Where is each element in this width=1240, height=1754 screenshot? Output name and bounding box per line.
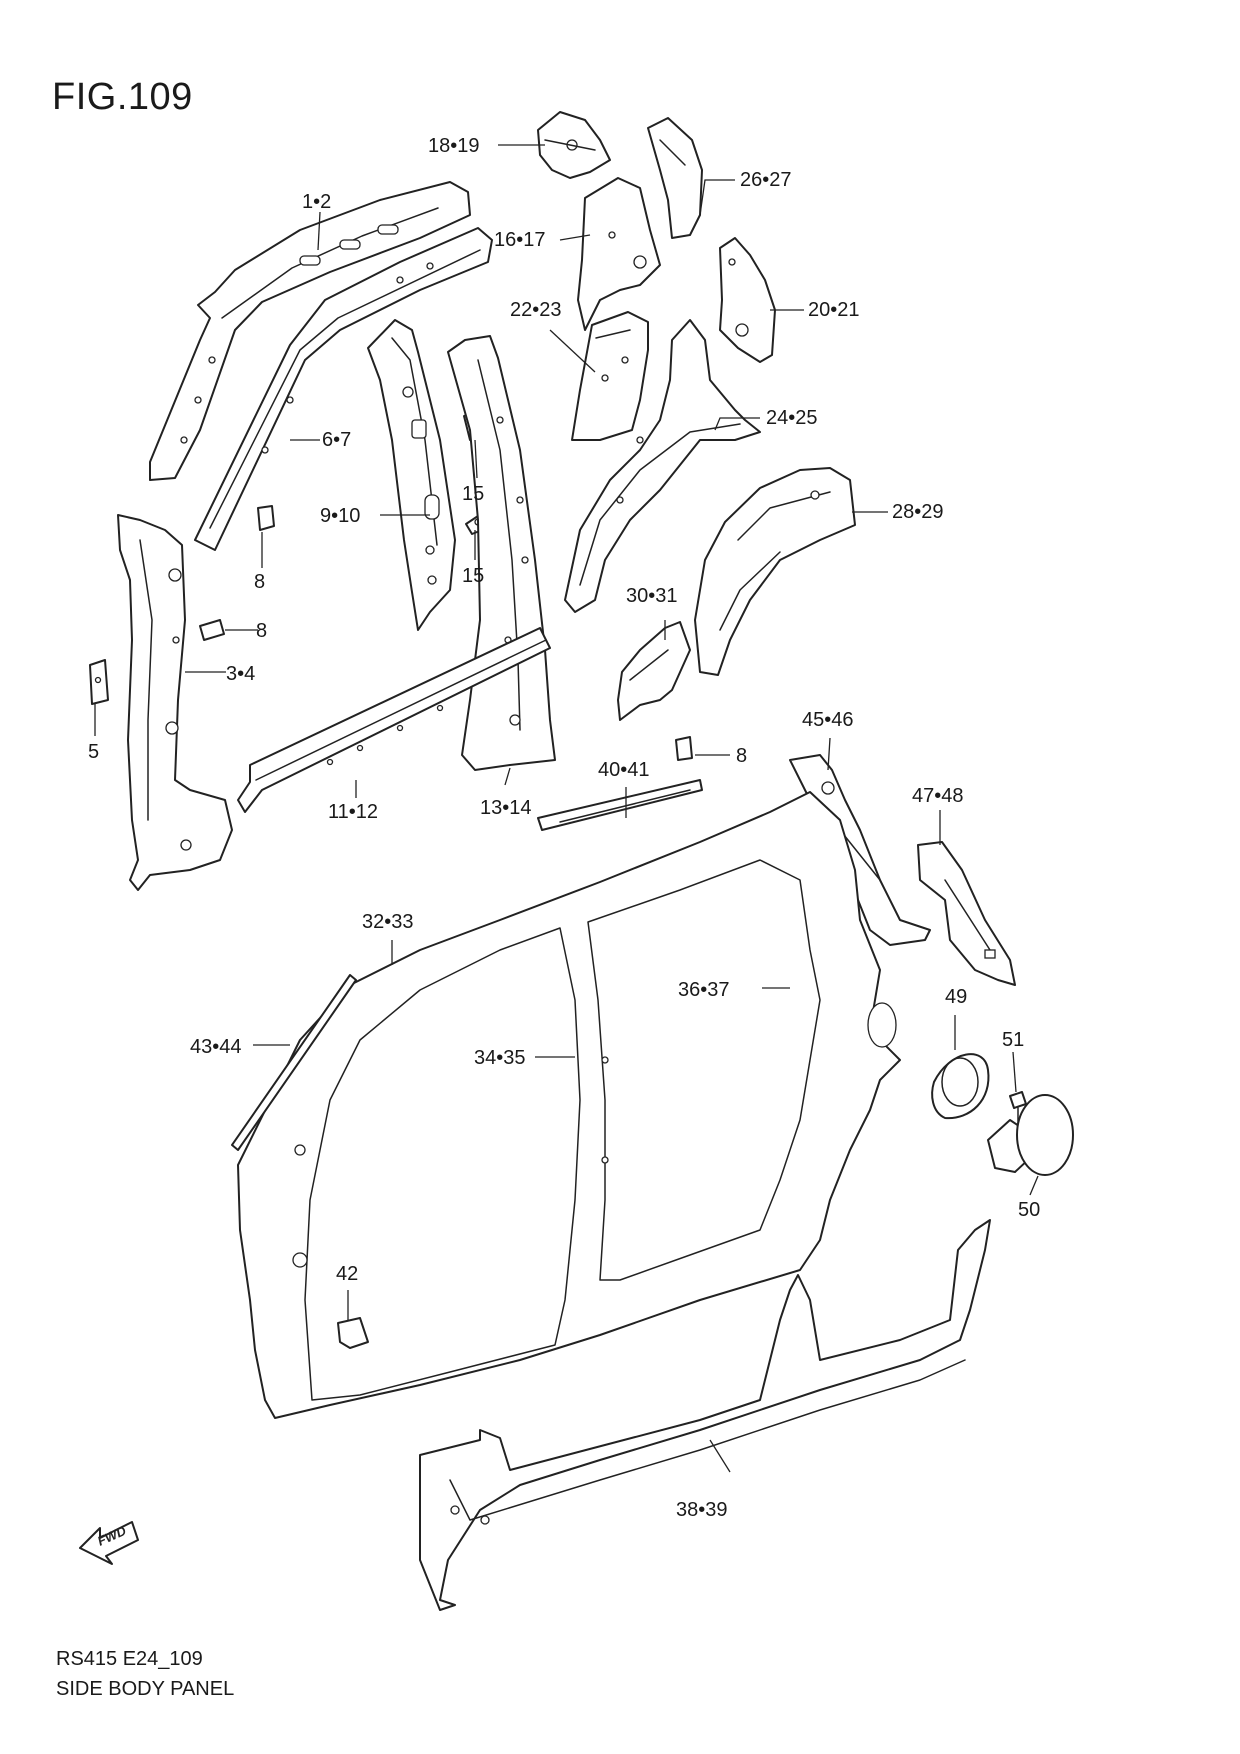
callout-8-middle: 8 [256,620,267,642]
callout-15-lower: 15 [462,565,484,587]
part-side-body-outer[interactable] [237,791,901,1419]
forward-arrow-icon: FWD [79,1521,139,1565]
part-rocker-inner[interactable] [237,627,551,813]
callout-51: 51 [1002,1029,1024,1051]
part-center-pillar-inner[interactable] [367,319,456,631]
callout-30-31: 30•31 [626,585,678,607]
part-roof-rail-inner[interactable] [149,181,471,481]
callout-6-7: 6•7 [322,429,351,451]
callout-20-21: 20•21 [808,299,860,321]
part-upper-rear-bracket[interactable] [537,111,611,179]
callout-5: 5 [88,741,99,763]
part-roof-side-rail[interactable] [194,227,493,551]
callout-28-29: 28•29 [892,501,944,523]
part-rear-wheelhouse-inner[interactable] [694,467,856,676]
callout-38-39: 38•39 [676,1499,728,1521]
part-side-sill-outer[interactable] [419,1219,991,1611]
part-20-21-bracket[interactable] [719,237,776,363]
callout-1-2: 1•2 [302,191,331,213]
callout-11-12: 11•12 [328,801,378,823]
part-fuel-filler-door[interactable] [987,1094,1074,1176]
callout-47-48: 47•48 [912,785,964,807]
part-47-48-bracket[interactable] [917,841,1016,986]
callout-36-37: 36•37 [678,979,730,1001]
callout-42: 42 [336,1263,358,1285]
callout-34-35: 34•35 [474,1047,526,1069]
diagram-name: SIDE BODY PANEL [56,1678,235,1700]
callout-13-14: 13•14 [480,797,532,819]
callout-16-17: 16•17 [494,229,546,251]
part-clip[interactable] [199,505,693,761]
part-bracket-42[interactable] [337,1317,369,1349]
part-30-31-bracket[interactable] [617,621,691,721]
callout-22-23: 22•23 [510,299,562,321]
callout-24-25: 24•25 [766,407,818,429]
callout-43-44: 43•44 [190,1036,242,1058]
callout-18-19: 18•19 [428,135,480,157]
part-26-27-bracket[interactable] [647,117,703,239]
callout-8-lower: 8 [736,745,747,767]
part-rear-pillar-upper[interactable] [577,177,661,331]
diagram-code: RS415 E24_109 [56,1648,203,1670]
callout-15-upper: 15 [462,483,484,505]
callout-labels: 1•2 18•19 26•27 16•17 20•21 22•23 6•7 24… [88,135,1040,1521]
callout-32-33: 32•33 [362,911,414,933]
callout-8-upper: 8 [254,571,265,593]
part-center-pillar-outer[interactable] [447,335,556,771]
part-front-pillar-inner[interactable] [117,514,233,891]
callout-3-4: 3•4 [226,663,255,685]
part-windshield-molding[interactable] [231,974,357,1151]
callout-40-41: 40•41 [598,759,650,781]
callout-50: 50 [1018,1199,1040,1221]
callout-45-46: 45•46 [802,709,854,731]
leader-lines [94,144,1039,1473]
part-bracket-5[interactable] [89,659,109,705]
figure-title: FIG.109 [52,76,193,118]
part-roof-reinforcement[interactable] [537,779,703,831]
part-rear-wheelhouse-outer[interactable] [564,319,761,613]
part-22-23-panel[interactable] [571,311,649,441]
callout-49: 49 [945,986,967,1008]
part-fuel-filler-housing[interactable] [931,1053,990,1120]
callout-26-27: 26•27 [740,169,792,191]
callout-9-10: 9•10 [320,505,360,527]
